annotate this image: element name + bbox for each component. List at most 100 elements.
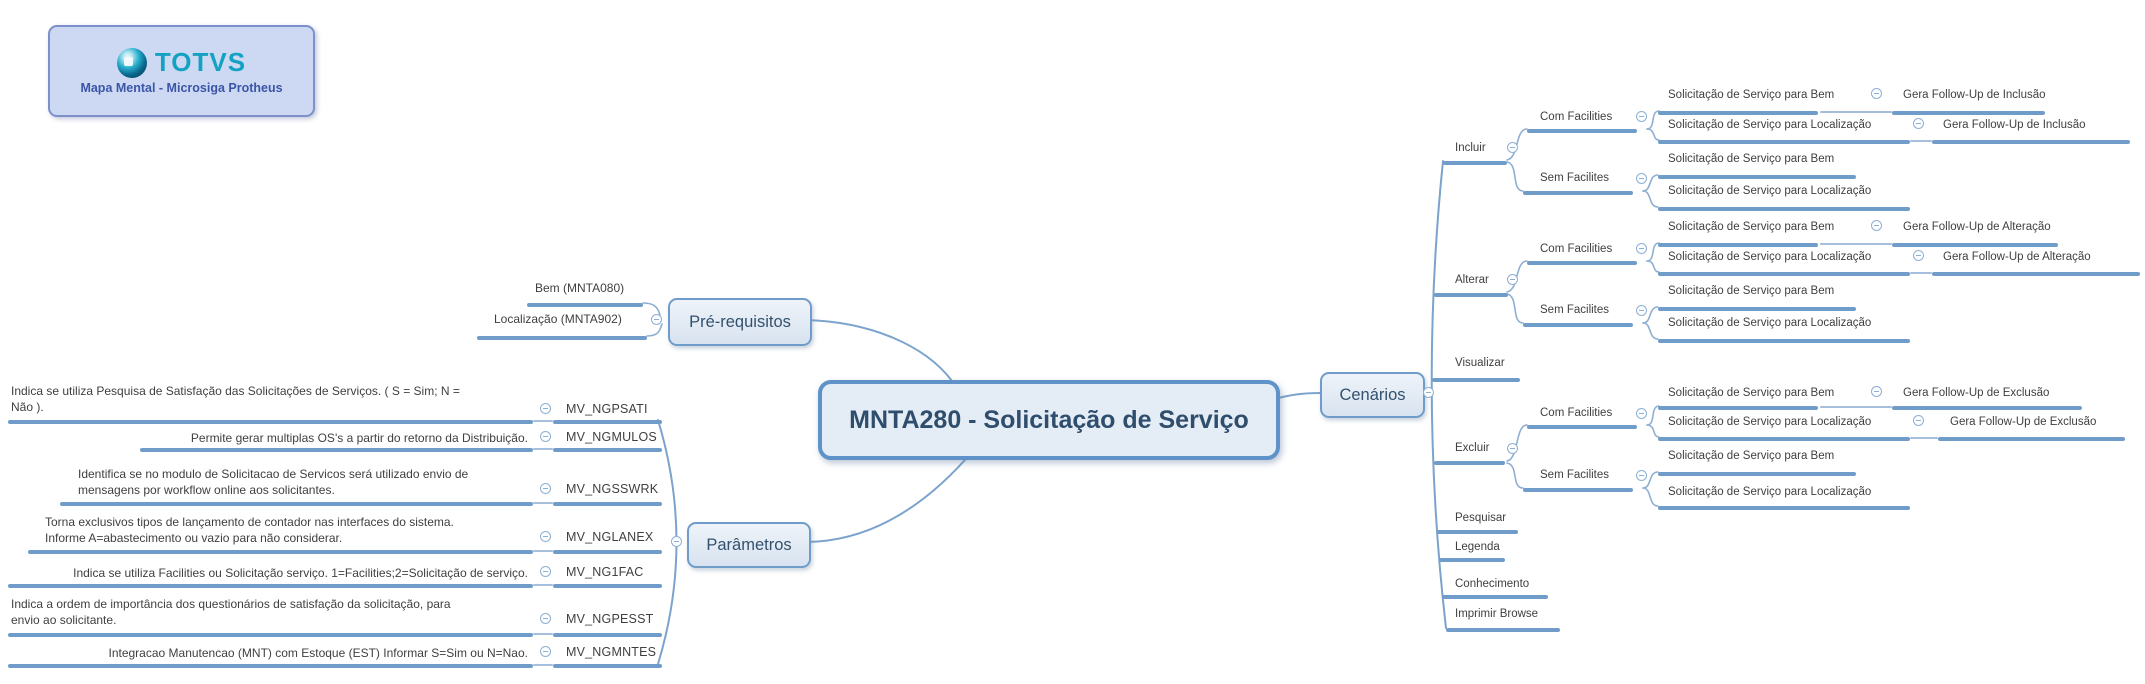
branch-line xyxy=(1820,243,1892,245)
branch-line xyxy=(533,448,553,450)
topic-sem-facilites[interactable]: Sem Facilites xyxy=(1540,304,1610,316)
topic-legenda[interactable]: Legenda xyxy=(1455,541,1500,553)
branch-line xyxy=(1910,140,1932,142)
branch-line xyxy=(533,502,553,504)
param-code[interactable]: MV_NGMULOS xyxy=(566,430,657,444)
topic-sem-facilites[interactable]: Sem Facilites xyxy=(1540,172,1610,184)
collapse-icon[interactable] xyxy=(671,536,682,547)
topic-solicitacao-localizacao[interactable]: Solicitação de Serviço para Localização xyxy=(1668,185,1872,197)
central-topic[interactable]: MNTA280 - Solicitação de Serviço xyxy=(818,380,1280,460)
param-code[interactable]: MV_NG1FAC xyxy=(566,565,644,579)
param-code[interactable]: MV_NGPSATI xyxy=(566,402,648,416)
topic-sem-facilites[interactable]: Sem Facilites xyxy=(1540,469,1610,481)
topic-localizacao[interactable]: Localização (MNTA902) xyxy=(494,312,622,326)
topic-com-facilities[interactable]: Com Facilities xyxy=(1540,111,1613,123)
collapse-icon[interactable] xyxy=(540,613,551,624)
collapse-icon[interactable] xyxy=(540,483,551,494)
collapse-icon[interactable] xyxy=(540,566,551,577)
topic-incluir[interactable]: Incluir xyxy=(1455,142,1486,154)
topic-solicitacao-localizacao[interactable]: Solicitação de Serviço para Localização xyxy=(1668,416,1872,428)
topic-solicitacao-localizacao[interactable]: Solicitação de Serviço para Localização xyxy=(1668,119,1872,131)
branch-line xyxy=(1434,461,1505,465)
param-desc[interactable]: Torna exclusivos tipos de lançamento de … xyxy=(45,515,454,545)
branch-line xyxy=(60,502,533,506)
topic-gera-follow-up[interactable]: Gera Follow-Up de Exclusão xyxy=(1903,387,2050,399)
topic-visualizar[interactable]: Visualizar xyxy=(1455,357,1505,369)
branch-line xyxy=(533,550,553,552)
param-desc[interactable]: Indica se utiliza Facilities ou Solicita… xyxy=(73,566,528,580)
topic-solicitacao-bem[interactable]: Solicitação de Serviço para Bem xyxy=(1668,153,1835,165)
collapse-icon[interactable] xyxy=(1913,118,1924,129)
topic-solicitacao-bem[interactable]: Solicitação de Serviço para Bem xyxy=(1668,387,1835,399)
param-code[interactable]: MV_NGLANEX xyxy=(566,530,654,544)
branch-line xyxy=(8,664,533,668)
branch-line xyxy=(1910,272,1932,274)
collapse-icon[interactable] xyxy=(540,646,551,657)
collapse-icon[interactable] xyxy=(1636,173,1647,184)
branch-line xyxy=(1437,530,1518,534)
collapse-icon[interactable] xyxy=(540,531,551,542)
topic-solicitacao-localizacao[interactable]: Solicitação de Serviço para Localização xyxy=(1668,317,1872,329)
param-code[interactable]: MV_NGSSWRK xyxy=(566,482,659,496)
collapse-icon[interactable] xyxy=(1507,142,1518,153)
topic-com-facilities[interactable]: Com Facilities xyxy=(1540,407,1613,419)
topic-cenarios[interactable]: Cenários xyxy=(1320,372,1425,418)
topic-solicitacao-bem[interactable]: Solicitação de Serviço para Bem xyxy=(1668,221,1835,233)
topic-gera-follow-up[interactable]: Gera Follow-Up de Alteração xyxy=(1943,251,2091,263)
branch-line xyxy=(1658,406,1818,410)
collapse-icon[interactable] xyxy=(540,431,551,442)
collapse-icon[interactable] xyxy=(540,403,551,414)
topic-gera-follow-up[interactable]: Gera Follow-Up de Inclusão xyxy=(1903,89,2046,101)
topic-gera-follow-up[interactable]: Gera Follow-Up de Alteração xyxy=(1903,221,2051,233)
branch-line xyxy=(1442,595,1548,599)
topic-conhecimento[interactable]: Conhecimento xyxy=(1455,578,1530,590)
collapse-icon[interactable] xyxy=(1636,470,1647,481)
collapse-icon[interactable] xyxy=(651,314,662,325)
branch-line xyxy=(1439,558,1505,562)
topic-bem[interactable]: Bem (MNTA080) xyxy=(535,281,625,295)
branch-line xyxy=(1523,488,1633,492)
collapse-icon[interactable] xyxy=(1871,386,1882,397)
branch-line xyxy=(8,584,533,588)
param-desc[interactable]: Integracao Manutencao (MNT) com Estoque … xyxy=(108,646,528,660)
topic-gera-follow-up[interactable]: Gera Follow-Up de Exclusão xyxy=(1950,416,2097,428)
collapse-icon[interactable] xyxy=(1871,220,1882,231)
topic-pesquisar[interactable]: Pesquisar xyxy=(1455,512,1507,524)
branch-line xyxy=(553,584,662,588)
param-code[interactable]: MV_NGMNTES xyxy=(566,645,657,659)
topic-com-facilities[interactable]: Com Facilities xyxy=(1540,243,1613,255)
topic-solicitacao-bem[interactable]: Solicitação de Serviço para Bem xyxy=(1668,285,1835,297)
branch-line xyxy=(1820,406,1892,408)
topic-alterar[interactable]: Alterar xyxy=(1455,274,1489,286)
collapse-icon[interactable] xyxy=(1636,243,1647,254)
branch-line xyxy=(1658,111,1818,115)
collapse-icon[interactable] xyxy=(1871,88,1882,99)
topic-gera-follow-up[interactable]: Gera Follow-Up de Inclusão xyxy=(1943,119,2086,131)
topic-parametros[interactable]: Parâmetros xyxy=(687,522,811,568)
topic-solicitacao-localizacao[interactable]: Solicitação de Serviço para Localização xyxy=(1668,486,1872,498)
collapse-icon[interactable] xyxy=(1507,443,1518,454)
branch-line xyxy=(28,550,533,554)
topic-excluir[interactable]: Excluir xyxy=(1455,442,1490,454)
topic-solicitacao-bem[interactable]: Solicitação de Serviço para Bem xyxy=(1668,450,1835,462)
branch-line xyxy=(1446,628,1560,632)
param-desc[interactable]: Indica se utiliza Pesquisa de Satisfação… xyxy=(11,384,460,414)
collapse-icon[interactable] xyxy=(1913,250,1924,261)
branch-line xyxy=(1892,243,2058,247)
collapse-icon[interactable] xyxy=(1913,415,1924,426)
collapse-icon[interactable] xyxy=(1636,408,1647,419)
param-desc[interactable]: Indica a ordem de importância dos questi… xyxy=(11,597,451,627)
topic-solicitacao-bem[interactable]: Solicitação de Serviço para Bem xyxy=(1668,89,1835,101)
param-code[interactable]: MV_NGPESST xyxy=(566,612,654,626)
collapse-icon[interactable] xyxy=(1423,387,1434,398)
collapse-icon[interactable] xyxy=(1636,305,1647,316)
topic-solicitacao-localizacao[interactable]: Solicitação de Serviço para Localização xyxy=(1668,251,1872,263)
collapse-icon[interactable] xyxy=(1507,274,1518,285)
collapse-icon[interactable] xyxy=(1636,111,1647,122)
param-desc[interactable]: Identifica se no modulo de Solicitacao d… xyxy=(78,467,469,497)
topic-pre-requisitos[interactable]: Pré-requisitos xyxy=(668,298,812,346)
topic-imprimir-browse[interactable]: Imprimir Browse xyxy=(1455,608,1539,620)
logo-subtitle: Mapa Mental - Microsiga Protheus xyxy=(80,81,283,95)
branch-line xyxy=(1658,207,1910,211)
param-desc[interactable]: Permite gerar multiplas OS's a partir do… xyxy=(190,431,528,445)
